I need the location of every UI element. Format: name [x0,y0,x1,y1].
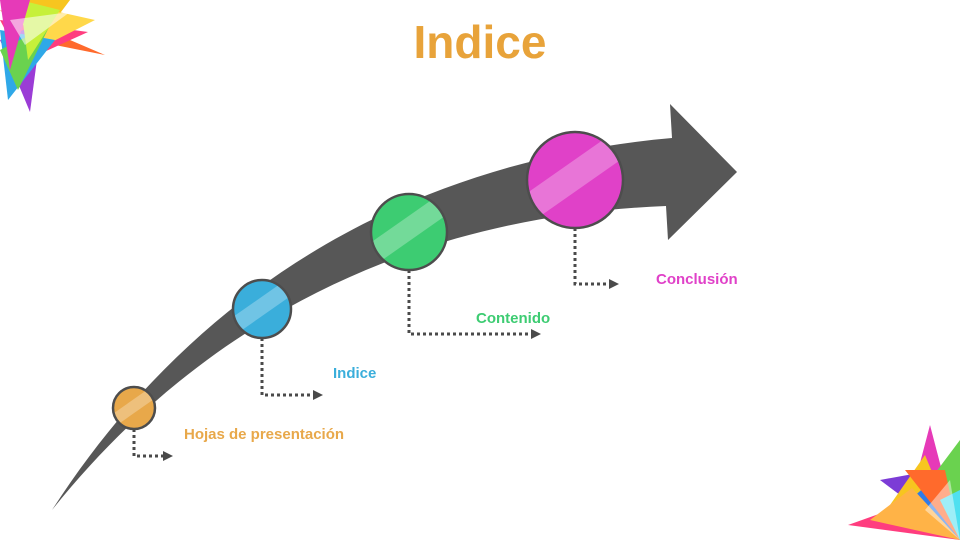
arrowhead-icon [609,279,619,289]
dotted-connector [132,429,164,458]
dotted-connector [407,270,532,336]
arrowhead-icon [531,329,541,339]
dotted-connector [573,228,610,286]
connectors [132,228,619,461]
page-title: Indice [413,16,547,68]
dotted-connector [260,338,314,397]
step-label-contenido: Contenido [476,310,551,327]
arrowhead-icon [163,451,173,461]
step-circle [371,194,447,270]
step-circle [233,280,291,338]
step-label-hojas: Hojas de presentación [184,426,345,443]
arrowhead-icon [313,390,323,400]
step-circle-outline [231,278,293,340]
top-left-burst-icon [0,0,105,112]
step-circle [113,387,155,429]
step-label-indice: Indice [333,365,377,382]
step-circle-outline [111,385,157,431]
step-circle-outline [369,192,449,272]
step-circle-outline [525,130,625,230]
bottom-right-burst-icon [848,425,960,540]
step-label-conclusion: Conclusión [656,271,738,288]
step-circle [527,132,623,228]
curved-arrow-icon [52,104,737,510]
step-nodes [104,113,642,436]
